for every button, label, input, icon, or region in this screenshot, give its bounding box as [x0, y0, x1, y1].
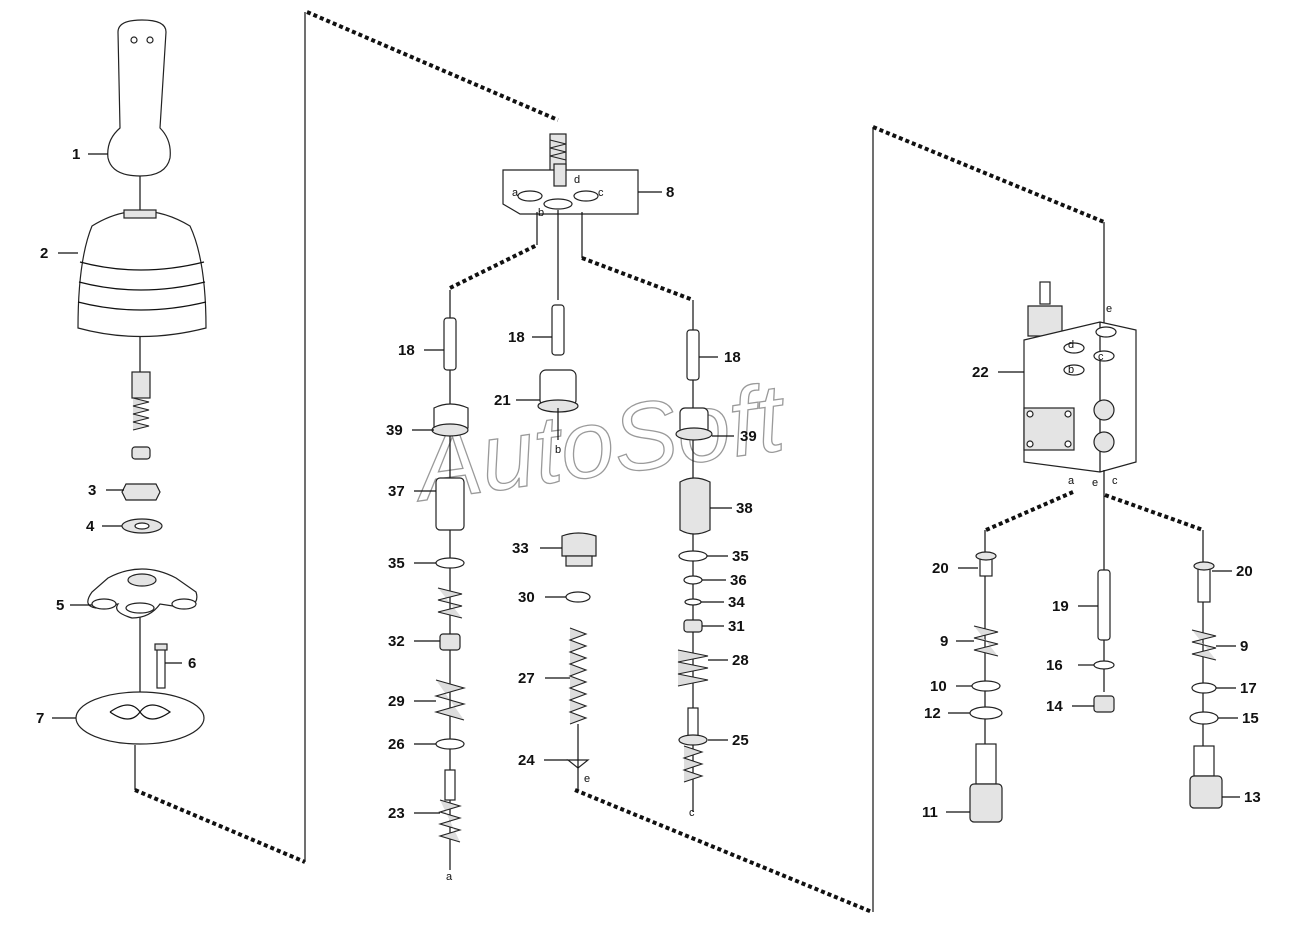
- stack-c: [675, 300, 713, 812]
- leaders-middle: [412, 336, 734, 814]
- label-22: 22: [972, 364, 989, 381]
- valve-pin-part: [1039, 281, 1051, 305]
- label-27: 27: [518, 670, 535, 687]
- stack-port-b: b: [555, 444, 561, 456]
- label-4: 4: [86, 518, 95, 535]
- stack-a: [431, 290, 469, 870]
- label-8: 8: [666, 184, 674, 201]
- cam-plate-part: [87, 568, 198, 619]
- label-15: 15: [1242, 710, 1259, 727]
- block-port-d: d: [1068, 339, 1074, 351]
- label-9a: 9: [940, 633, 948, 650]
- stack-e: [561, 532, 597, 790]
- leaders-right: [946, 567, 1240, 813]
- right-stack-middle: [1093, 568, 1115, 713]
- right-stack-left: [969, 530, 1003, 823]
- label-14: 14: [1046, 698, 1063, 715]
- label-20a: 20: [932, 560, 949, 577]
- block-port-e: e: [1106, 303, 1112, 315]
- shaft-sleeve-part: [131, 371, 151, 399]
- label-34: 34: [728, 594, 745, 611]
- label-39b: 39: [740, 428, 757, 445]
- right-stack-right: [1189, 530, 1223, 809]
- label-7: 7: [36, 710, 44, 727]
- label-37: 37: [388, 483, 405, 500]
- valve-plate-assembly: [502, 133, 639, 300]
- plate-port-a: a: [512, 187, 519, 199]
- label-12: 12: [924, 705, 941, 722]
- label-2: 2: [40, 245, 48, 262]
- label-18a: 18: [398, 342, 415, 359]
- label-38: 38: [736, 500, 753, 517]
- screw-part: [156, 647, 166, 689]
- label-10: 10: [930, 678, 947, 695]
- leaders-left: [52, 153, 182, 719]
- label-19: 19: [1052, 598, 1069, 615]
- assembly-dashed-lines: [134, 10, 1204, 914]
- label-36: 36: [730, 572, 747, 589]
- top-plate-part: [502, 169, 639, 215]
- label-13: 13: [1244, 789, 1261, 806]
- label-11: 11: [922, 804, 938, 821]
- panel-outline: [304, 12, 1105, 912]
- label-20b: 20: [1236, 563, 1253, 580]
- label-33: 33: [512, 540, 529, 557]
- block-port-c2: c: [1112, 475, 1118, 487]
- rubber-boot-part: [77, 210, 207, 338]
- stack-port-c: c: [689, 807, 695, 819]
- label-35a: 35: [388, 555, 405, 572]
- label-28: 28: [732, 652, 749, 669]
- label-31: 31: [728, 618, 745, 635]
- label-32: 32: [388, 633, 405, 650]
- base-plate-part: [75, 691, 205, 745]
- label-9b: 9: [1240, 638, 1248, 655]
- stack-port-a: a: [446, 871, 453, 883]
- plate-port-d: d: [574, 174, 580, 186]
- label-1: 1: [72, 146, 80, 163]
- label-35b: 35: [732, 548, 749, 565]
- label-26: 26: [388, 736, 405, 753]
- label-16: 16: [1046, 657, 1063, 674]
- label-30: 30: [518, 589, 535, 606]
- label-3: 3: [88, 482, 96, 499]
- label-25: 25: [732, 732, 749, 749]
- nut-part: [121, 483, 161, 501]
- part-labels: 1 2 3 4 5 6 7 8 18 18 18 21 39 39 37 38 …: [36, 146, 1261, 822]
- label-18c: 18: [724, 349, 741, 366]
- handle-part: [107, 19, 171, 177]
- label-23: 23: [388, 805, 405, 822]
- block-port-a: a: [1068, 475, 1075, 487]
- label-17: 17: [1240, 680, 1257, 697]
- stack-b: [537, 304, 579, 440]
- block-port-e2: e: [1092, 477, 1098, 489]
- block-port-c: c: [1098, 351, 1104, 363]
- label-21: 21: [494, 392, 511, 409]
- label-5: 5: [56, 597, 64, 614]
- plate-port-c: c: [598, 187, 604, 199]
- joystick-assembly: [75, 19, 207, 790]
- block-port-b: b: [1068, 364, 1074, 376]
- label-39a: 39: [386, 422, 403, 439]
- plate-port-b: b: [538, 207, 544, 219]
- control-valve-assembly: [1023, 281, 1137, 568]
- label-6: 6: [188, 655, 196, 672]
- label-29: 29: [388, 693, 405, 710]
- stack-port-e: e: [584, 773, 590, 785]
- label-18b: 18: [508, 329, 525, 346]
- label-24: 24: [518, 752, 535, 769]
